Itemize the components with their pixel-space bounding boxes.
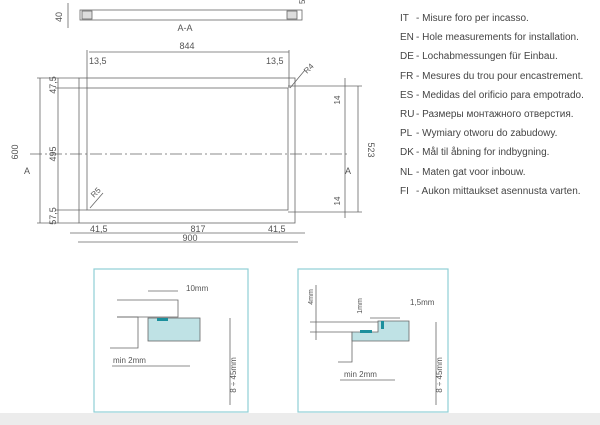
dim-14-top: 14 bbox=[333, 95, 342, 104]
legend-text: - Wymiary otworu do zabudowy. bbox=[416, 128, 558, 140]
legend-text: - Hole measurements for installation. bbox=[416, 32, 579, 44]
section-thickness: 40 bbox=[54, 12, 64, 22]
legend-item: FI - Aukon mittaukset asennusta varten. bbox=[400, 182, 584, 201]
dim-57-5: 57,5 bbox=[48, 207, 58, 225]
section-offset: 5 bbox=[298, 0, 307, 4]
legend-code: FI bbox=[400, 185, 409, 197]
legend-text: - Medidas del orificio para empotrado. bbox=[416, 89, 584, 101]
legend-item: DK- Mål til åbning for indbygning. bbox=[400, 143, 584, 162]
legend-code: PL bbox=[400, 128, 413, 140]
legend-item: ES- Medidas del orificio para empotrado. bbox=[400, 86, 584, 105]
legend-text: - Размеры монтажного отверстия. bbox=[416, 109, 574, 121]
detail2-gap: min 2mm bbox=[344, 370, 377, 379]
legend-code: ES bbox=[400, 89, 414, 101]
section-view: 40 5 A-A bbox=[54, 0, 307, 33]
legend-code: DK bbox=[400, 147, 414, 159]
legend-text: - Misure foro per incasso. bbox=[416, 13, 529, 24]
dim-41-5-left: 41,5 bbox=[90, 224, 108, 234]
section-label: A-A bbox=[177, 23, 192, 33]
legend-item: FR- Mesures du trou pour encastrement. bbox=[400, 67, 584, 86]
dim-523: 523 bbox=[366, 142, 376, 157]
dim-900: 900 bbox=[182, 233, 197, 243]
detail2-gap-side: 1,5mm bbox=[410, 298, 435, 307]
detail1-gap: min 2mm bbox=[113, 356, 146, 365]
language-legend: IT - Misure foro per incasso. EN- Hole me… bbox=[400, 9, 584, 201]
legend-text: - Mål til åbning for indbygning. bbox=[416, 147, 550, 159]
legend-text: - Maten gat voor inbouw. bbox=[416, 166, 526, 178]
legend-item: DE- Lochabmessungen für Einbau. bbox=[400, 47, 584, 66]
plan-view: 844 13,5 13,5 R4 R5 600 495 47,5 57,5 A … bbox=[10, 41, 376, 243]
legend-code: EN bbox=[400, 32, 414, 44]
section-mark-right: A bbox=[345, 166, 351, 176]
dim-top-right: 13,5 bbox=[266, 56, 284, 66]
legend-item: IT - Misure foro per incasso. bbox=[400, 9, 584, 28]
detail-overlay-mount: 10mm min 2mm 8 ÷ 45mm bbox=[93, 268, 249, 413]
detail1-overlap: 10mm bbox=[186, 284, 209, 293]
legend-code: NL bbox=[400, 166, 413, 178]
dim-844: 844 bbox=[179, 41, 194, 51]
detail2-depth: 4mm bbox=[308, 289, 315, 305]
legend-item: NL- Maten gat voor inbouw. bbox=[400, 163, 584, 182]
detail-flush-mount: 4mm 1mm 1,5mm min 2mm 8 ÷ 45mm bbox=[297, 268, 449, 413]
section-mark-left: A bbox=[24, 166, 30, 176]
legend-item: PL- Wymiary otworu do zabudowy. bbox=[400, 124, 584, 143]
detail2-step: 1mm bbox=[357, 298, 364, 314]
dim-top-left: 13,5 bbox=[89, 56, 107, 66]
dim-817: 817 bbox=[190, 224, 205, 234]
detail2-thickness: 8 ÷ 45mm bbox=[435, 357, 444, 393]
legend-code: IT bbox=[400, 13, 409, 24]
radius-top: R4 bbox=[302, 61, 316, 75]
legend-code: DE bbox=[400, 51, 414, 63]
dim-600: 600 bbox=[10, 144, 20, 159]
legend-text: - Aukon mittaukset asennusta varten. bbox=[416, 185, 581, 197]
footer-strip bbox=[0, 413, 600, 425]
detail1-thickness: 8 ÷ 45mm bbox=[229, 357, 238, 393]
dim-41-5-right: 41,5 bbox=[268, 224, 286, 234]
legend-item: RU- Размеры монтажного отверстия. bbox=[400, 105, 584, 124]
legend-text: - Lochabmessungen für Einbau. bbox=[416, 51, 558, 63]
dim-14-bottom: 14 bbox=[333, 196, 342, 205]
radius-bottom: R5 bbox=[89, 185, 103, 199]
legend-text: - Mesures du trou pour encastrement. bbox=[416, 70, 584, 82]
legend-code: RU bbox=[400, 109, 415, 121]
legend-code: FR bbox=[400, 70, 414, 82]
legend-item: EN- Hole measurements for installation. bbox=[400, 28, 584, 47]
dim-47-5: 47,5 bbox=[48, 76, 58, 94]
